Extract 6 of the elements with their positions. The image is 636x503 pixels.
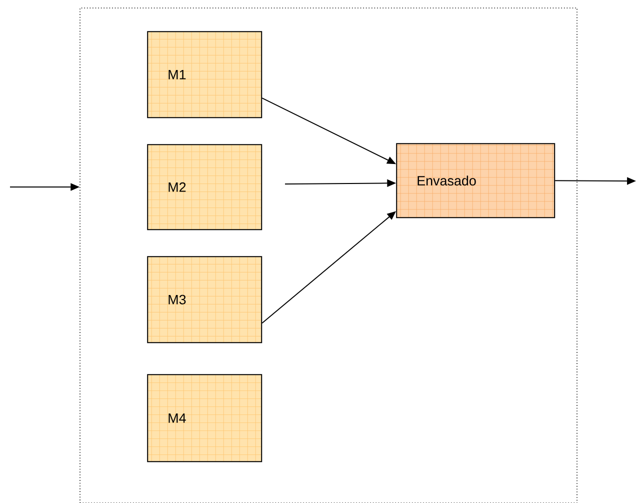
dotted-frame	[80, 8, 578, 503]
process-box: M3	[147, 256, 262, 344]
process-box: M4	[147, 374, 262, 462]
process-box: M1	[147, 31, 262, 118]
process-box: Envasado	[396, 143, 556, 218]
process-box: M2	[147, 144, 262, 230]
